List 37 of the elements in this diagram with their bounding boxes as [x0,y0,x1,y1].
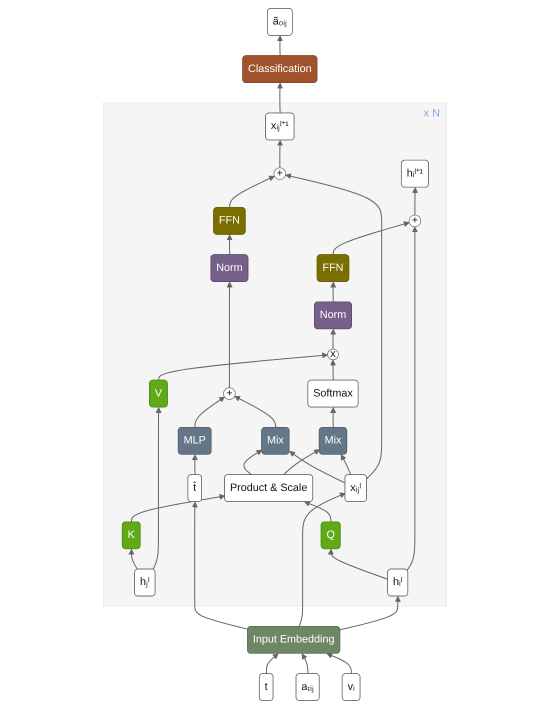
arrow [277,35,284,56]
arrow [299,492,346,627]
arrow [330,282,337,302]
arrow [407,226,418,571]
arrow [340,596,402,630]
arrow [158,352,328,380]
arrow [192,502,248,630]
arrow [327,652,352,674]
node-circle: + [274,168,286,180]
arrow [234,396,277,428]
arrow [330,328,337,350]
arrow [277,82,284,114]
node-circle: x [328,348,340,360]
node-circle: + [409,214,422,228]
arrow [192,454,198,475]
arrow [277,140,284,168]
arrow [286,173,383,479]
arrow [131,494,226,522]
arrow [333,221,410,255]
arrow [194,396,226,428]
arrow [302,653,309,674]
arrow [244,450,263,476]
arrow [328,548,389,580]
arrow [152,407,162,570]
arrow [330,360,336,380]
arrow [284,449,320,476]
arrow [304,501,332,522]
arrow [128,548,138,570]
arrow [266,653,280,674]
arrow [330,407,337,428]
arrow [412,187,418,216]
arrow [290,451,346,484]
arrow [230,176,276,208]
node-circle: + [224,387,236,400]
arrow [341,454,352,476]
arrow [227,234,233,255]
arrow [227,282,233,388]
